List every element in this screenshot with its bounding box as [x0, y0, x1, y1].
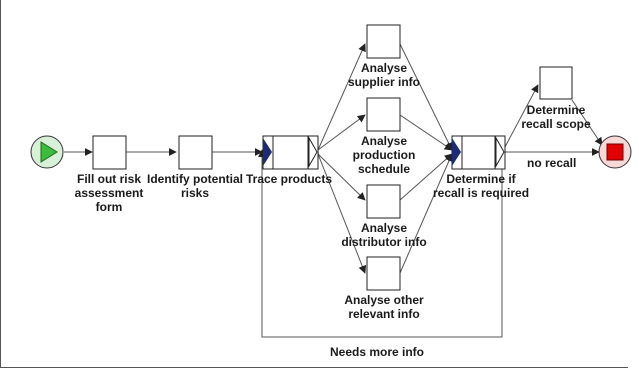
edge-schedule-to-determine [399, 114, 453, 151]
task-determine-scope[interactable] [539, 66, 573, 100]
label-no-recall: no recall [527, 156, 577, 170]
edge-distributor-to-determine [399, 153, 453, 201]
label-determine-scope: Determine recall scope [521, 103, 591, 131]
task-analyse-schedule[interactable] [366, 97, 401, 132]
edge-trace-to-distributor [317, 153, 366, 201]
label-analyse-other: Analyse other relevant info [344, 293, 424, 321]
label-trace-products: Trace products [245, 172, 333, 186]
task-analyse-supplier[interactable] [366, 24, 401, 59]
edge-supplier-to-determine [399, 43, 453, 151]
task-determine-recall[interactable] [451, 135, 506, 170]
end-event [598, 135, 632, 169]
edge-trace-to-other [317, 153, 367, 274]
edge-determine-to-scope [504, 84, 539, 148]
edge-other-to-determine [399, 153, 453, 274]
split-marker-icon [308, 136, 318, 168]
edge-needs-more-info-loop [258, 149, 503, 338]
split-marker-icon [495, 136, 505, 168]
join-marker-icon [452, 138, 461, 166]
stop-icon [606, 143, 624, 161]
diagram-canvas [0, 0, 628, 368]
label-determine-recall: Determine if recall is required [432, 172, 530, 200]
label-fill-out-form: Fill out risk assessment form [74, 172, 144, 214]
label-analyse-schedule: Analyse production schedule [352, 134, 416, 176]
task-fill-out-form[interactable] [92, 135, 127, 170]
task-identify-risks[interactable] [178, 135, 213, 170]
play-icon [40, 141, 58, 163]
label-analyse-supplier: Analyse supplier info [348, 61, 420, 89]
label-needs-more-info: Needs more info [329, 345, 425, 359]
label-analyse-distributor: Analyse distributor info [341, 221, 427, 249]
task-analyse-distributor[interactable] [366, 184, 401, 219]
label-identify-risks: Identify potential risks [147, 172, 243, 200]
edge-trace-to-supplier [317, 43, 366, 151]
edge-trace-to-schedule [317, 114, 366, 151]
edge-scope-to-end [571, 99, 603, 146]
join-marker-icon [263, 138, 272, 166]
start-event [30, 135, 64, 169]
task-analyse-other[interactable] [366, 256, 401, 291]
task-trace-products[interactable] [262, 135, 319, 170]
